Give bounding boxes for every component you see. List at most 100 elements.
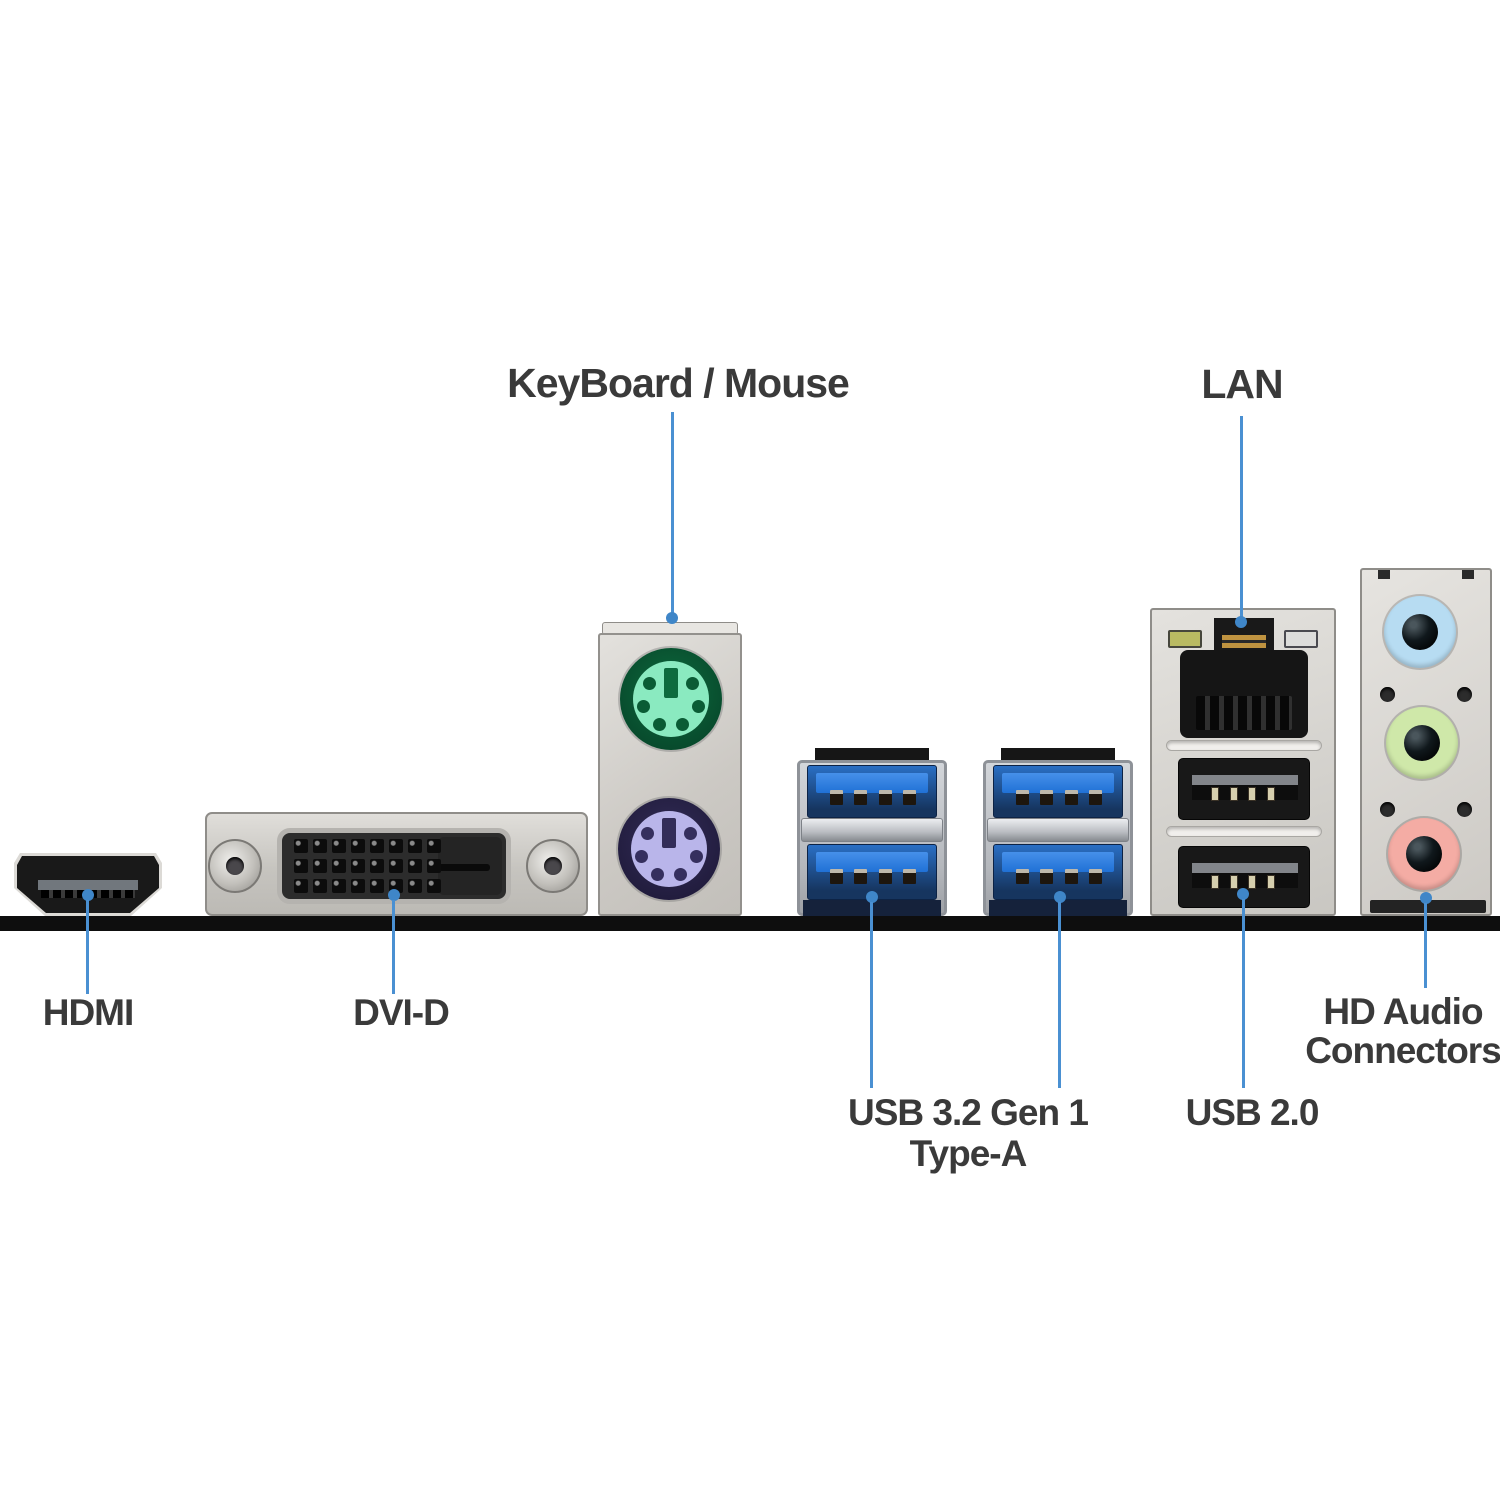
ps2-key-slot: [662, 818, 676, 848]
usb32-port: [993, 844, 1123, 900]
dvi-pin-hole: [370, 839, 384, 853]
bracket-notch: [1378, 570, 1390, 579]
usb-contact-pin: [1266, 875, 1275, 889]
usb-contact-pin: [854, 869, 868, 884]
dvi-pin-hole: [332, 879, 346, 893]
hdmi-tongue: [38, 880, 138, 890]
ps2-bracket: [598, 633, 742, 927]
dvi-pin-hole: [408, 839, 422, 853]
ps2-mouse-port-green: [620, 648, 722, 750]
usb-contact-pin: [1040, 869, 1054, 884]
dvi-pin-hole: [332, 839, 346, 853]
dvi-blade-area: [432, 837, 502, 895]
dvi-pin-hole: [332, 859, 346, 873]
dvi-pin-hole: [294, 839, 308, 853]
usb32-blue-tongue: [1002, 852, 1114, 872]
bracket-hole: [1457, 687, 1472, 702]
usb-contact-pin: [902, 790, 916, 805]
ps2-pin-hole: [690, 850, 703, 863]
callout-line-hd-audio: [1424, 903, 1427, 988]
dvi-pin-hole: [389, 839, 403, 853]
lan-led-activity: [1168, 630, 1202, 648]
callout-line-usb32-right: [1058, 902, 1061, 1088]
usb-contact-pin: [1266, 787, 1275, 801]
usb-contact-pins: [830, 869, 916, 884]
label-hdmi: HDMI: [42, 992, 135, 1033]
bracket-hole: [1380, 687, 1395, 702]
usb-contact-pin: [878, 790, 892, 805]
label-keyboard-mouse: KeyBoard / Mouse: [507, 360, 850, 406]
dvi-pin-hole: [370, 879, 384, 893]
dvi-flat-blade-slot: [432, 864, 490, 871]
dvi-pin-hole: [313, 859, 327, 873]
dvi-pin-hole: [294, 859, 308, 873]
bracket-groove: [1166, 826, 1322, 837]
motherboard-edge: [0, 916, 1500, 931]
callout-line-usb2: [1242, 899, 1245, 1088]
usb-contact-pin: [1229, 787, 1238, 801]
usb-contact-pin: [1248, 875, 1257, 889]
usb-contact-pin: [1248, 787, 1257, 801]
dvi-pin-hole: [389, 859, 403, 873]
label-hd-audio-line2: Connectors: [1305, 1030, 1500, 1071]
ps2-pin-hole: [635, 850, 648, 863]
callout-dot-lan: [1235, 616, 1247, 628]
usb-contact-pins: [830, 790, 916, 805]
bracket-groove: [1166, 740, 1322, 751]
ps2-pin-hole: [637, 700, 650, 713]
usb32-blue-tongue: [816, 773, 928, 793]
label-hd-audio-line1: HD Audio: [1323, 991, 1483, 1032]
label-dvi-d: DVI-D: [353, 992, 450, 1033]
callout-line-hdmi: [86, 900, 89, 994]
ps2-port-stack: [598, 622, 742, 927]
audio-jack-line-in: [1384, 596, 1456, 668]
dvi-pin-hole: [313, 839, 327, 853]
usb-contact-pin: [1016, 869, 1029, 884]
dvi-pin-hole: [427, 839, 441, 853]
dvi-pin-hole: [427, 859, 441, 873]
usb32-gen1-port-pair-right: [983, 748, 1133, 916]
ps2-pin-hole: [643, 677, 656, 690]
usb-contact-pin: [1040, 790, 1054, 805]
bracket-notch: [1462, 570, 1474, 579]
dvi-pin-hole: [351, 839, 365, 853]
lan-usb2-block: [1150, 608, 1336, 916]
usb-contact-pin: [830, 869, 843, 884]
usb-block-divider: [987, 818, 1129, 842]
usb2-port-upper: [1178, 758, 1310, 820]
usb-contact-pin: [878, 869, 892, 884]
callout-dot-hdmi: [82, 889, 94, 901]
callout-dot-hd-audio: [1420, 892, 1432, 904]
label-usb2: USB 2.0: [1185, 1092, 1320, 1133]
dvi-pin-hole: [313, 879, 327, 893]
bracket-hole: [1380, 802, 1395, 817]
dvi-pin-hole: [294, 879, 308, 893]
dvi-pin-hole: [370, 859, 384, 873]
usb-block-divider: [801, 818, 943, 842]
usb-contact-pin: [1088, 790, 1102, 805]
dvi-pin-hole: [427, 879, 441, 893]
usb-contact-pins: [1211, 787, 1275, 801]
ps2-key-slot: [664, 668, 678, 698]
usb-contact-pin: [1064, 790, 1078, 805]
usb-contact-pin: [902, 869, 916, 884]
dvi-pin-hole: [351, 879, 365, 893]
rj45-contact-comb: [1196, 696, 1292, 730]
dvi-screw-post-right: [526, 839, 580, 893]
usb32-blue-tongue: [1002, 773, 1114, 793]
callout-line-lan: [1240, 416, 1243, 618]
label-lan: LAN: [1201, 361, 1283, 407]
usb-contact-pins: [1016, 869, 1102, 884]
label-usb32-gen1-type-a: USB 3.2 Gen 1 Type-A: [848, 1092, 1089, 1174]
audio-jack-line-out: [1386, 707, 1458, 779]
label-usb32-line2: Type-A: [909, 1133, 1028, 1174]
dvi-screw-post-left: [208, 839, 262, 893]
usb2-tongue-edge: [1192, 863, 1298, 873]
callout-dot-usb32-left: [866, 891, 878, 903]
dvi-pin-grid: [294, 839, 441, 893]
ps2-pin-hole: [651, 868, 664, 881]
ps2-pin-hole: [641, 827, 654, 840]
ps2-pin-hole: [653, 718, 666, 731]
ps2-pin-hole: [684, 827, 697, 840]
lan-led-link: [1284, 630, 1318, 648]
